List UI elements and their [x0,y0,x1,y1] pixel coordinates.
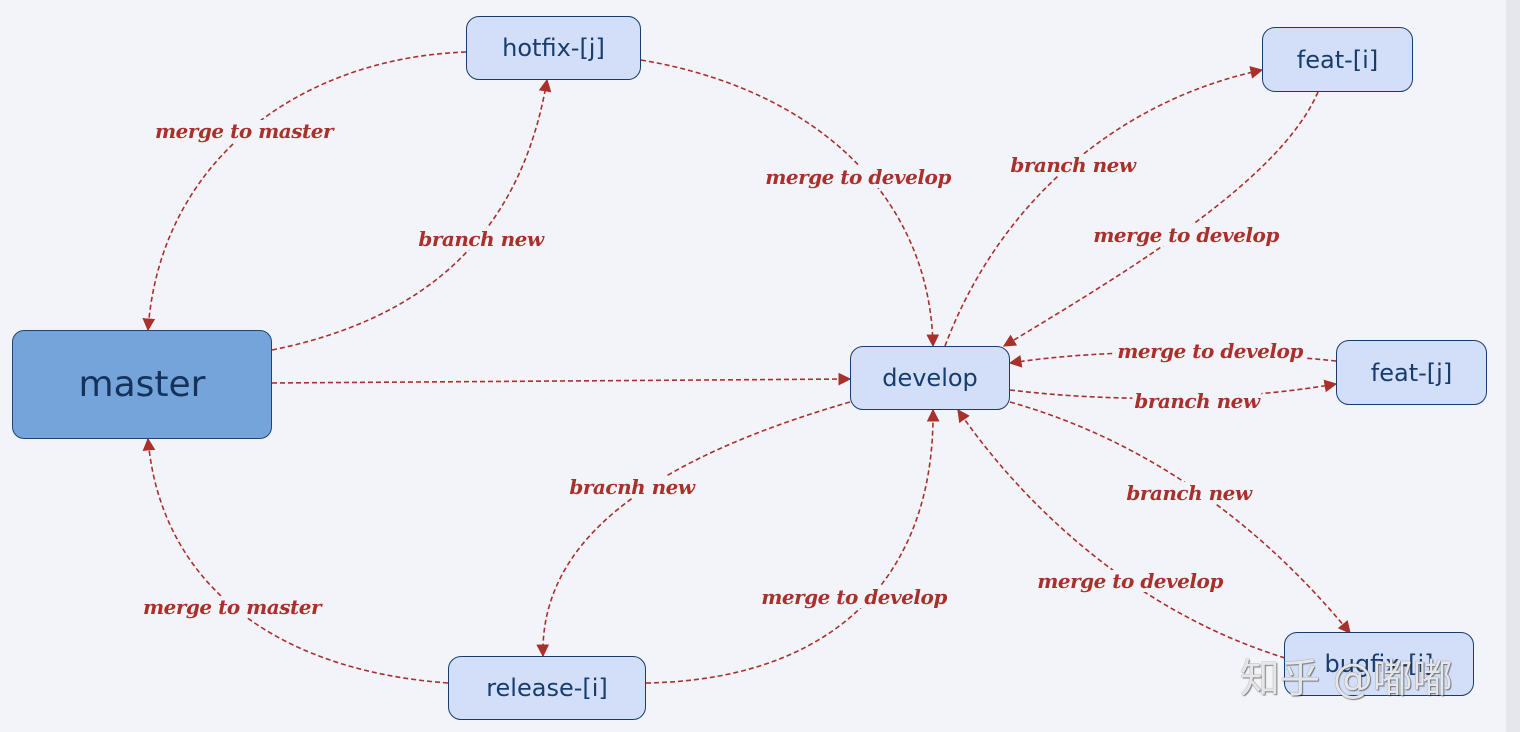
label-feat-i-to-develop: merge to develop [1091,223,1281,247]
edge-develop-to-feat-i [944,66,1264,347]
edge-feat-i-to-develop [1002,91,1319,347]
edge-hotfix-to-master [142,51,467,332]
scrollbar[interactable] [1506,0,1520,732]
label-hotfix-to-develop: merge to develop [763,165,953,189]
edge-release-to-master [142,437,449,684]
node-release[interactable]: release-[i] [448,656,646,720]
label-feat-j-to-develop: merge to develop [1115,339,1305,363]
label-bugfix-to-develop: merge to develop [1035,569,1225,593]
edge-develop-to-bugfix [1009,401,1351,634]
edge-master-to-hotfix [271,78,552,351]
edge-release-to-develop [645,408,940,684]
edge-bugfix-to-develop [957,408,1286,659]
label-develop-to-release: bracnh new [567,475,697,499]
edge-hotfix-to-develop [640,59,940,348]
node-feat-j[interactable]: feat-[j] [1336,340,1487,405]
label-hotfix-to-master: merge to master [152,119,336,143]
edge-master-to-develop [271,372,852,386]
label-develop-to-feat-j: branch new [1132,389,1262,413]
node-master[interactable]: master [12,330,272,439]
label-develop-to-bugfix: branch new [1124,481,1254,505]
label-release-to-develop: merge to develop [759,585,949,609]
watermark: 知乎 @嘟嘟 [1240,656,1453,702]
node-feat-i[interactable]: feat-[i] [1262,27,1413,92]
node-bugfix[interactable]: bugfix-[i] [1284,632,1474,696]
node-develop[interactable]: develop [850,346,1010,410]
label-develop-to-feat-i: branch new [1008,153,1138,177]
node-hotfix[interactable]: hotfix-[j] [466,16,641,80]
label-master-to-hotfix: branch new [416,227,546,251]
label-release-to-master: merge to master [140,595,324,619]
edge-develop-to-release [536,401,851,658]
